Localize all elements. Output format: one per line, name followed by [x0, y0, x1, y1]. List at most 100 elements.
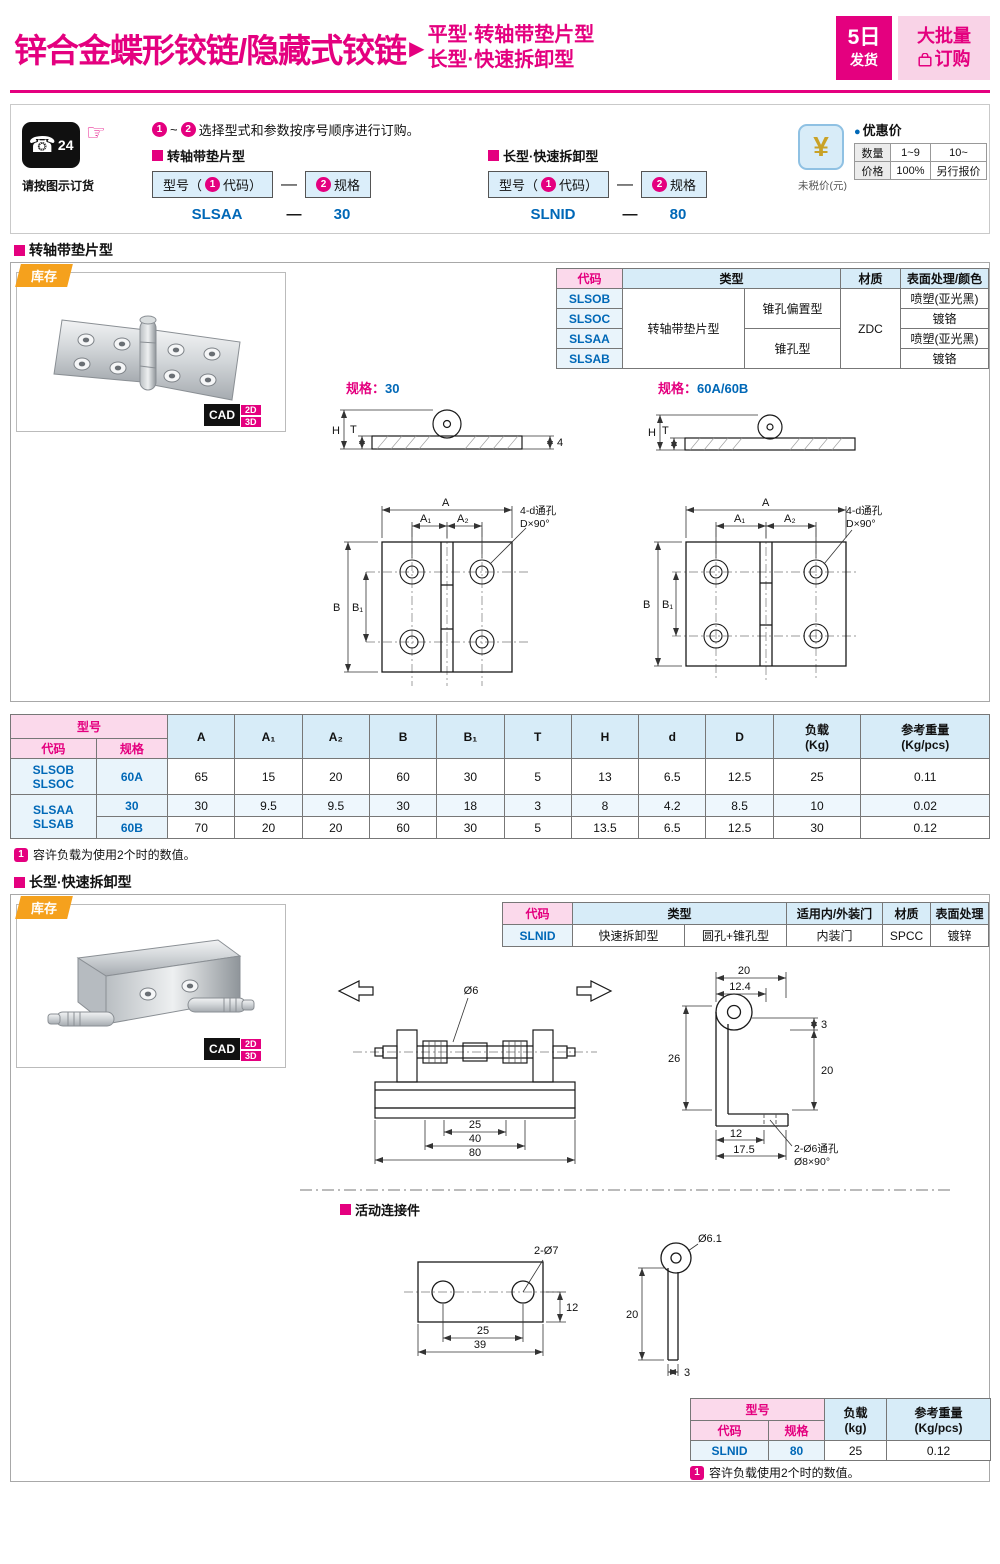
spec-label-30: 规格：30 [346, 378, 399, 397]
dim-label: A₁ [420, 513, 431, 525]
cad-label: CAD [204, 1038, 240, 1060]
th-a2: A₂ [301, 714, 370, 759]
th-type: 类型 [621, 268, 842, 289]
code-cell: SLSOB [556, 288, 623, 309]
th-weight: 参考重量(Kg/pcs) [886, 1398, 992, 1441]
spec-box-label: 规格 [334, 178, 361, 193]
code-cell: SLNID [502, 924, 573, 947]
model-box-prefix: 型号（ [499, 178, 539, 193]
type-row: SLSAA 锥孔型 喷塑(亚光黑) [556, 328, 990, 369]
cell: 10 [772, 794, 862, 817]
drawing-top-view-spec30: H T 4 [332, 409, 563, 450]
th-model: 型号 [689, 1398, 826, 1421]
ship-days-badge: 5日 发货 [836, 16, 892, 80]
stock-label: 库存 [31, 901, 58, 916]
cell: 70 [167, 816, 236, 839]
step-2-badge: 2 [180, 122, 196, 137]
load-note-2: 1 容许负载使用2个时的数值。 [690, 1464, 860, 1481]
price-table: 数量 1~9 10~ 价格 100% 另行报价 [854, 143, 987, 180]
hole-callout-2: D×90° [520, 518, 550, 530]
phone-24-text: 24 [57, 137, 74, 153]
cell: 20 [301, 758, 370, 795]
price-1: 100% [890, 161, 931, 180]
dim-label: 40 [469, 1133, 481, 1145]
th-h: H [570, 714, 640, 759]
step-range: ~ [170, 122, 178, 137]
cell: 20 [301, 816, 370, 839]
dim-label: A [762, 497, 770, 509]
dim-label: B [333, 602, 340, 614]
th-weight: 参考重量(Kg/pcs) [860, 714, 990, 759]
note-number-badge: 1 [14, 847, 28, 862]
hole-callout-1: 4-d通孔 [520, 504, 557, 517]
cell: 5 [503, 816, 572, 839]
th-code: 代码 [10, 738, 97, 759]
cell: 8.5 [705, 794, 774, 817]
note-number-badge: 1 [690, 1465, 704, 1480]
cad-badge[interactable]: CAD 2D 3D [204, 1038, 262, 1062]
th-spec: 规格 [767, 1420, 826, 1441]
qty-range-2: 10~ [930, 143, 987, 162]
cell: 12.5 [705, 758, 774, 795]
dim-label: 12 [566, 1302, 578, 1314]
order-group-1-label: 转轴带垫片型 [152, 146, 378, 165]
drawing-top-view-spec60: H T [648, 414, 856, 451]
price-header: 价格 [854, 161, 891, 180]
type-table-1-header: 代码 类型 材质 表面处理/颜色 [556, 268, 990, 289]
material-cell: SPCC [882, 924, 932, 947]
example-code: SLSAA [191, 206, 243, 223]
order-dash: — [617, 175, 634, 193]
th-b: B [368, 714, 438, 759]
type-row: SLSAB 镀铬 [556, 348, 990, 369]
cell: 30 [167, 794, 236, 817]
material-cell: ZDC [840, 288, 902, 369]
section1-title: 转轴带垫片型 [14, 240, 113, 260]
phone-glyph: ☎ [28, 132, 56, 157]
dim-label: Ø6.1 [698, 1233, 722, 1245]
type-table-1: 代码 类型 材质 表面处理/颜色 SLSOB 转轴带垫片型 锥孔偏置型 ZDC … [556, 268, 990, 369]
dim-label: 39 [474, 1339, 486, 1351]
cell: 18 [436, 794, 505, 817]
dim-label: B [643, 599, 650, 611]
cad-3d-badge: 3D [240, 416, 262, 428]
bulk-line-1: 大批量 [917, 25, 971, 46]
order-dash: — [281, 175, 298, 193]
dim-label: 25 [469, 1119, 481, 1131]
section2-title: 长型·快速拆卸型 [14, 872, 132, 892]
section2-title-text: 长型·快速拆卸型 [29, 874, 132, 890]
qty-range-1: 1~9 [890, 143, 931, 162]
cell: 60 [368, 758, 438, 795]
dim-label: 20 [738, 965, 750, 977]
load-note-1: 1 容许负载为使用2个时的数值。 [14, 846, 196, 863]
th-t: T [503, 714, 572, 759]
bulk-line-2: 订购 [934, 49, 971, 69]
cad-label: CAD [204, 404, 240, 426]
dim-label: A₁ [734, 513, 745, 525]
dim-row-60b: 60B 70 20 20 60 30 5 13.5 6.5 12.5 30 0.… [11, 816, 990, 839]
cad-badge[interactable]: CAD 2D 3D [204, 404, 262, 428]
cell: 25 [824, 1440, 888, 1461]
step-1-badge: 1 [205, 177, 221, 192]
dim-label: 25 [477, 1325, 489, 1337]
instruction-text: 选择型式和参数按序号顺序进行订购。 [198, 123, 420, 138]
th-code: 代码 [502, 902, 573, 925]
bulk-order-badge: 大批量 订购 [898, 16, 990, 80]
price-row-price: 价格 100% 另行报价 [854, 161, 987, 180]
spec-prefix: 规格： [658, 381, 698, 396]
section2-box [10, 894, 990, 1482]
section-bullet [14, 876, 25, 888]
model-box-suffix: 代码） [223, 178, 263, 193]
finish-cell: 镀铬 [900, 308, 990, 329]
example-code: SLNID [530, 206, 576, 223]
tax-note: 未税价(元) [798, 180, 847, 192]
bottom-header-row-1: 型号 负载(kg) 参考重量(Kg/pcs) [689, 1398, 992, 1441]
bottom-spec-table: 型号 负载(kg) 参考重量(Kg/pcs) 代码 规格 SLNID 80 25… [689, 1398, 992, 1461]
page-subtitle: 平型·转轴带垫片型 长型·快速拆卸型 [428, 23, 595, 73]
type-cell: 快速拆卸型 [572, 924, 685, 947]
price-title: ●优惠价 [854, 120, 987, 139]
dim-label: H [648, 427, 656, 439]
dim-label: B₁ [352, 602, 363, 614]
